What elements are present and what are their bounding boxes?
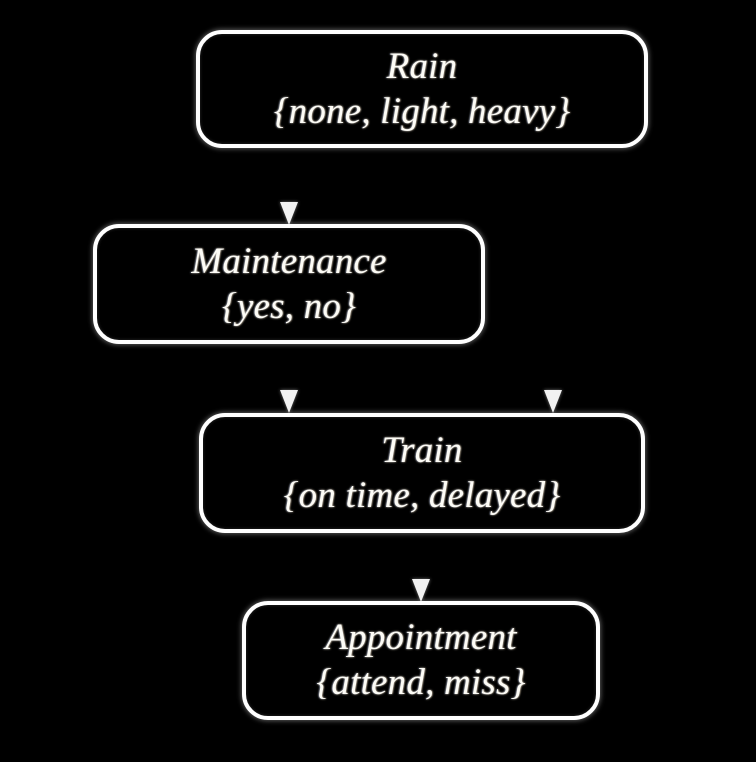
node-appointment-states: {attend, miss}: [316, 662, 526, 703]
node-train[interactable]: Train {on time, delayed}: [199, 413, 645, 533]
node-train-title: Train: [381, 429, 463, 471]
node-train-states: {on time, delayed}: [283, 474, 561, 516]
edge-maintenance-to-train: [276, 344, 302, 414]
node-maintenance-states: {yes, no}: [221, 285, 357, 327]
edge-rain-to-train: [540, 148, 566, 414]
node-appointment-title: Appointment: [325, 617, 517, 659]
arrow-shaft: [419, 533, 423, 581]
arrowhead-icon: [280, 202, 298, 225]
arrowhead-icon: [412, 579, 430, 602]
arrow-shaft: [551, 148, 555, 392]
arrow-shaft: [287, 148, 291, 204]
node-rain-states: {none, light, heavy}: [273, 90, 571, 132]
arrowhead-icon: [544, 390, 562, 413]
node-rain-title: Rain: [386, 45, 458, 87]
node-appointment[interactable]: Appointment {attend, miss}: [242, 601, 600, 720]
arrowhead-icon: [280, 390, 298, 413]
edge-rain-to-maintenance: [276, 148, 302, 226]
node-rain[interactable]: Rain {none, light, heavy}: [196, 30, 648, 148]
node-maintenance-title: Maintenance: [191, 240, 387, 282]
edge-train-to-appointment: [408, 533, 434, 603]
arrow-shaft: [287, 344, 291, 392]
node-maintenance[interactable]: Maintenance {yes, no}: [93, 224, 485, 344]
